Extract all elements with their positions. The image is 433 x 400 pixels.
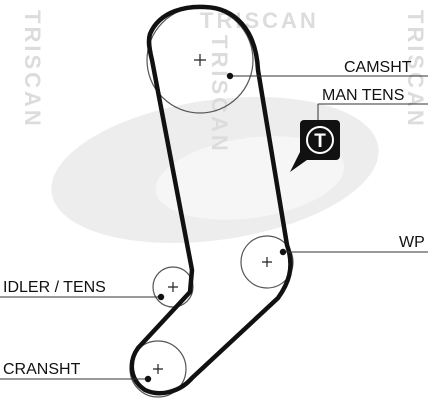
label-wp: WP [399, 234, 425, 251]
tensioner-badge-icon: T [290, 120, 340, 172]
water-pump-centre-mark [262, 257, 272, 267]
watermark-emblem-inner [155, 136, 345, 220]
camsht-leader-dot [226, 72, 234, 80]
pulley-centres [153, 54, 272, 374]
idler-centre-mark [168, 282, 178, 292]
label-man-tens: MAN TENS [322, 87, 404, 104]
idler-tensioner-pulley [152, 266, 194, 308]
cransht-leader-dot [144, 375, 152, 383]
watermark-text-center: TRISCAN [207, 35, 232, 154]
water-pump-pulley [240, 235, 294, 289]
idler-leader-dot [157, 293, 165, 301]
label-idler-tens: IDLER / TENS [3, 279, 106, 296]
watermark-text-top: TRISCAN [200, 8, 319, 33]
watermark: TRISCAN TRISCAN TRISCAN TRISCAN [20, 8, 428, 244]
leaders [0, 72, 428, 383]
label-cransht: CRANSHT [3, 361, 81, 378]
badge-box [300, 120, 340, 160]
badge-ring [306, 126, 334, 154]
timing-belt [129, 4, 293, 396]
camshaft-centre-mark [194, 54, 206, 66]
wp-leader-dot [279, 248, 287, 256]
badge-letter: T [314, 131, 326, 152]
label-camsht: CAMSHT [344, 59, 412, 76]
crankshaft-centre-mark [153, 364, 163, 374]
pulleys [129, 6, 294, 398]
watermark-text-left: TRISCAN [20, 10, 45, 129]
watermark-text-right: TRISCAN [403, 10, 428, 129]
